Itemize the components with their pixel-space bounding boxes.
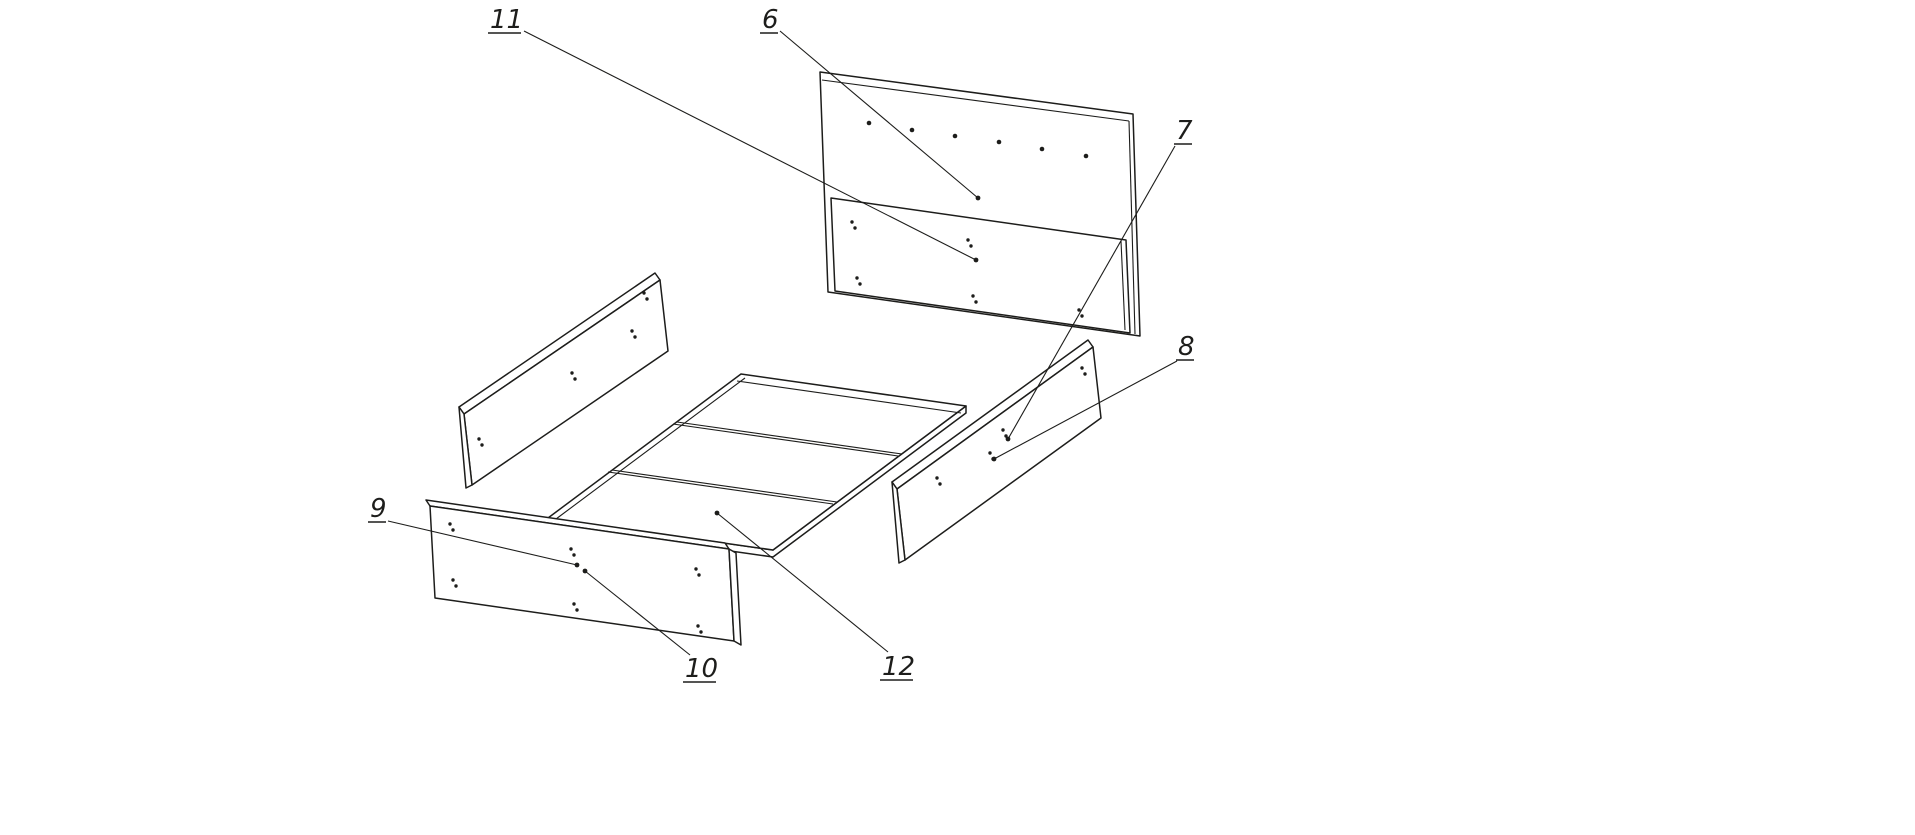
leader-line-7: [1007, 145, 1176, 440]
callout-9: 9: [368, 494, 580, 568]
fitting-dot: [454, 584, 458, 588]
fitting-dot: [480, 443, 484, 447]
headboard-top-inner-edge: [821, 79, 1130, 122]
right-rail-face: [896, 346, 1102, 561]
hole-dot: [909, 127, 915, 133]
headboard-lower-panel: [830, 197, 1131, 334]
leader-line-6: [779, 30, 979, 199]
fitting-dot: [569, 547, 573, 551]
callout-7: 7: [1005, 116, 1193, 442]
leader-dot-10: [582, 568, 588, 574]
leader-dot-9: [574, 562, 580, 568]
fitting-dot: [448, 522, 452, 526]
fitting-dot: [1077, 308, 1081, 312]
fitting-dot: [850, 220, 854, 224]
hole-dot: [996, 139, 1002, 145]
lower-panel-right-inner-edge: [1120, 240, 1126, 331]
platform-slat-divider: [676, 421, 903, 455]
front-panel-right-edge: [728, 548, 742, 646]
callouts: 6 11 7 8 9: [368, 5, 1195, 684]
leader-line-11: [523, 30, 977, 261]
leader-dot-11: [973, 257, 979, 263]
right-rail-end-edge: [891, 481, 906, 564]
headboard-right-inner-edge: [1128, 120, 1136, 335]
fitting-dot: [966, 238, 970, 242]
fitting-dot: [573, 377, 577, 381]
fitting-dot: [699, 630, 703, 634]
part-label-6: 6: [762, 5, 779, 35]
fitting-dot: [938, 482, 942, 486]
leader-dot-8: [991, 456, 997, 462]
fitting-dot: [572, 602, 576, 606]
left-rail-end-edge: [458, 406, 473, 489]
leader-line-12: [716, 512, 889, 653]
callout-8: 8: [991, 332, 1195, 462]
lower-panel-outline: [830, 197, 1131, 334]
fitting-dot: [575, 608, 579, 612]
part-label-9: 9: [370, 494, 387, 524]
fitting-dot: [1080, 314, 1084, 318]
callout-10: 10: [582, 568, 718, 684]
fitting-dot: [935, 476, 939, 480]
part-label-10: 10: [685, 654, 718, 684]
fitting-dot: [642, 291, 646, 295]
fitting-dot: [694, 567, 698, 571]
callout-6: 6: [760, 5, 981, 201]
fitting-dot: [971, 294, 975, 298]
fitting-dot: [630, 329, 634, 333]
fitting-dot: [477, 437, 481, 441]
leader-dot-7: [1005, 436, 1011, 442]
callout-12: 12: [714, 510, 915, 682]
platform-slat-divider: [672, 423, 899, 457]
part-label-12: 12: [882, 652, 915, 682]
fitting-dot: [853, 226, 857, 230]
fitting-dot: [969, 244, 973, 248]
callout-11: 11: [488, 5, 979, 263]
fitting-dot: [570, 371, 574, 375]
front-panel: [425, 499, 742, 646]
fitting-dot: [697, 573, 701, 577]
fitting-dot: [1083, 372, 1087, 376]
platform-slat-divider: [607, 471, 834, 505]
fitting-dot: [696, 624, 700, 628]
fitting-dot: [633, 335, 637, 339]
hole-dot: [1083, 153, 1089, 159]
fitting-dot: [988, 451, 992, 455]
part-label-11: 11: [490, 5, 523, 35]
fitting-dot: [1080, 366, 1084, 370]
fitting-dot: [572, 553, 576, 557]
fitting-dot: [451, 528, 455, 532]
leader-line-8: [993, 360, 1178, 460]
hole-dot: [1039, 146, 1045, 152]
right-side-rail: [891, 339, 1102, 564]
fitting-dot: [1001, 428, 1005, 432]
part-label-8: 8: [1178, 332, 1195, 362]
left-side-rail: [458, 272, 669, 489]
platform-rim-line: [736, 380, 962, 414]
fitting-dot: [645, 297, 649, 301]
bed-base-platform: [547, 373, 967, 558]
hole-dot: [952, 133, 958, 139]
fitting-dot: [451, 578, 455, 582]
platform-rim-line: [555, 377, 746, 520]
fitting-dot: [858, 282, 862, 286]
fitting-dot: [1004, 434, 1008, 438]
leader-dot-6: [975, 195, 981, 201]
leader-line-10: [584, 570, 691, 656]
fitting-dot: [855, 276, 859, 280]
fitting-dot: [974, 300, 978, 304]
leader-line-9: [387, 520, 578, 566]
leader-dot-12: [714, 510, 720, 516]
platform-slat-divider: [611, 469, 838, 503]
hole-dot: [866, 120, 872, 126]
part-label-7: 7: [1176, 116, 1193, 146]
